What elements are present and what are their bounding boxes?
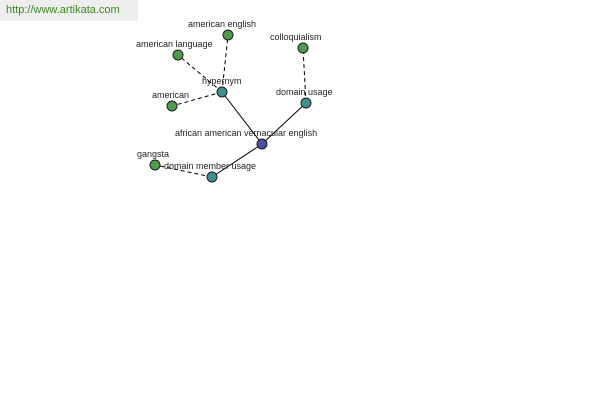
node-colloquialism[interactable]	[297, 42, 309, 54]
edge-hypernym-to-american-language	[177, 54, 223, 93]
edge-domain-member-usage-to-gangsta	[154, 164, 213, 178]
label-american-english[interactable]: american english	[188, 19, 256, 29]
node-american-language[interactable]	[172, 49, 184, 61]
edge-hypernym-to-american-english	[221, 34, 229, 93]
label-american-language[interactable]: american language	[136, 39, 213, 49]
label-domain-usage[interactable]: domain usage	[276, 87, 333, 97]
edge-hypernym-to-american	[171, 91, 223, 107]
node-hypernym[interactable]	[216, 86, 228, 98]
label-hypernym[interactable]: hypernym	[202, 76, 242, 86]
label-colloquialism[interactable]: colloquialism	[270, 32, 322, 42]
edges-layer	[154, 34, 307, 178]
edge-african-american-vernacular-english-to-hypernym	[221, 91, 263, 145]
labels-layer: african american vernacular english hyper…	[136, 19, 333, 171]
label-domain-member-usage[interactable]: domain member usage	[164, 161, 256, 171]
node-domain-member-usage[interactable]	[206, 171, 218, 183]
nodes-layer	[149, 29, 312, 183]
node-american[interactable]	[166, 100, 178, 112]
node-domain-usage[interactable]	[300, 97, 312, 109]
node-gangsta[interactable]	[149, 159, 161, 171]
edge-domain-usage-to-colloquialism	[302, 47, 307, 104]
label-african-american-vernacular-english[interactable]: african american vernacular english	[175, 128, 317, 138]
edge-african-american-vernacular-english-to-domain-usage	[261, 102, 307, 145]
site-url-link[interactable]: http://www.artikata.com	[0, 0, 138, 21]
edge-african-american-vernacular-english-to-domain-member-usage	[211, 143, 263, 178]
node-american-english[interactable]	[222, 29, 234, 41]
label-gangsta[interactable]: gangsta	[137, 149, 169, 159]
node-african-american-vernacular-english[interactable]	[256, 138, 268, 150]
label-american[interactable]: american	[152, 90, 189, 100]
